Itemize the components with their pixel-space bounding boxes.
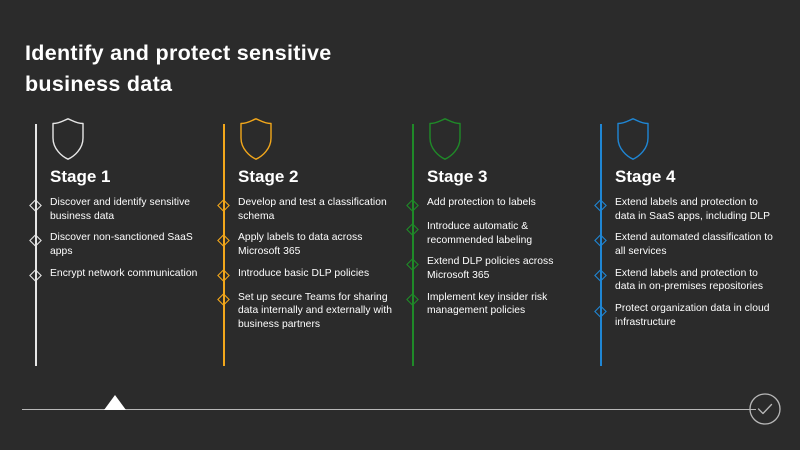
stage-rail <box>412 124 414 366</box>
list-item: Develop and test a classification schema <box>212 196 402 223</box>
list-item: Implement key insider risk management po… <box>401 291 591 318</box>
page-title: Identify and protect sensitive business … <box>25 41 332 96</box>
list-item: Protect organization data in cloud infra… <box>589 302 779 329</box>
diamond-bullet-icon <box>28 269 42 283</box>
diamond-bullet-icon <box>216 293 230 307</box>
list-item: Apply labels to data across Microsoft 36… <box>212 231 402 258</box>
stage-bullet-list: Develop and test a classification schema… <box>212 196 402 340</box>
diamond-bullet-icon <box>593 304 607 318</box>
diamond-bullet-icon <box>216 269 230 283</box>
diamond-bullet-icon <box>405 257 419 271</box>
list-item-label: Introduce basic DLP policies <box>238 267 370 279</box>
diamond-bullet-icon <box>216 233 230 247</box>
stage-heading: Stage 3 <box>427 167 488 186</box>
list-item-label: Encrypt network communication <box>50 267 198 279</box>
list-item-label: Implement key insider risk management po… <box>427 291 548 317</box>
list-item-label: Set up secure Teams for sharing data int… <box>238 291 393 331</box>
list-item: Introduce basic DLP policies <box>212 267 402 283</box>
list-item: Extend labels and protection to data in … <box>589 196 779 223</box>
list-item: Encrypt network communication <box>24 267 214 283</box>
stage-heading: Stage 1 <box>50 167 111 186</box>
diamond-bullet-icon <box>405 293 419 307</box>
diamond-bullet-icon <box>216 198 230 212</box>
list-item-label: Introduce automatic & recommended labeli… <box>427 221 533 246</box>
list-item-label: Extend labels and protection to data in … <box>615 267 764 293</box>
list-item: Extend automated classification to all s… <box>589 231 779 258</box>
list-item: Introduce automatic & recommended labeli… <box>401 220 591 247</box>
shield-icon <box>429 118 461 160</box>
shield-icon <box>240 118 272 160</box>
list-item-label: Discover and identify sensitive business… <box>50 197 191 222</box>
list-item-label: Discover non-sanctioned SaaS apps <box>50 232 193 258</box>
diamond-bullet-icon <box>593 198 607 212</box>
stage-heading: Stage 2 <box>238 167 299 186</box>
list-item-label: Extend automated classification to all s… <box>615 232 773 258</box>
list-item: Extend DLP policies across Microsoft 365 <box>401 255 591 282</box>
list-item-label: Develop and test a classification schema <box>238 197 387 222</box>
shield-icon <box>52 118 84 160</box>
list-item-label: Protect organization data in cloud infra… <box>615 303 770 328</box>
list-item-label: Apply labels to data across Microsoft 36… <box>238 232 363 258</box>
progress-track <box>22 408 756 410</box>
diamond-bullet-icon <box>405 222 419 236</box>
stage-bullet-list: Extend labels and protection to data in … <box>589 196 779 338</box>
list-item: Add protection to labels <box>401 196 591 212</box>
diamond-bullet-icon <box>28 198 42 212</box>
list-item: Discover and identify sensitive business… <box>24 196 214 223</box>
diamond-bullet-icon <box>593 233 607 247</box>
check-circle-icon[interactable] <box>748 392 782 426</box>
stage-bullet-list: Discover and identify sensitive business… <box>24 196 214 291</box>
diamond-bullet-icon <box>28 233 42 247</box>
list-item-label: Extend labels and protection to data in … <box>615 197 771 222</box>
list-item: Discover non-sanctioned SaaS apps <box>24 231 214 258</box>
shield-icon <box>617 118 649 160</box>
list-item-label: Add protection to labels <box>427 197 536 208</box>
stage-heading: Stage 4 <box>615 167 676 186</box>
list-item-label: Extend DLP policies across Microsoft 365 <box>427 256 554 282</box>
triangle-up-marker-icon[interactable] <box>103 395 127 410</box>
diamond-bullet-icon <box>405 198 419 212</box>
list-item: Extend labels and protection to data in … <box>589 267 779 294</box>
diamond-bullet-icon <box>593 269 607 283</box>
progress-bar <box>0 386 800 440</box>
list-item: Set up secure Teams for sharing data int… <box>212 291 402 332</box>
